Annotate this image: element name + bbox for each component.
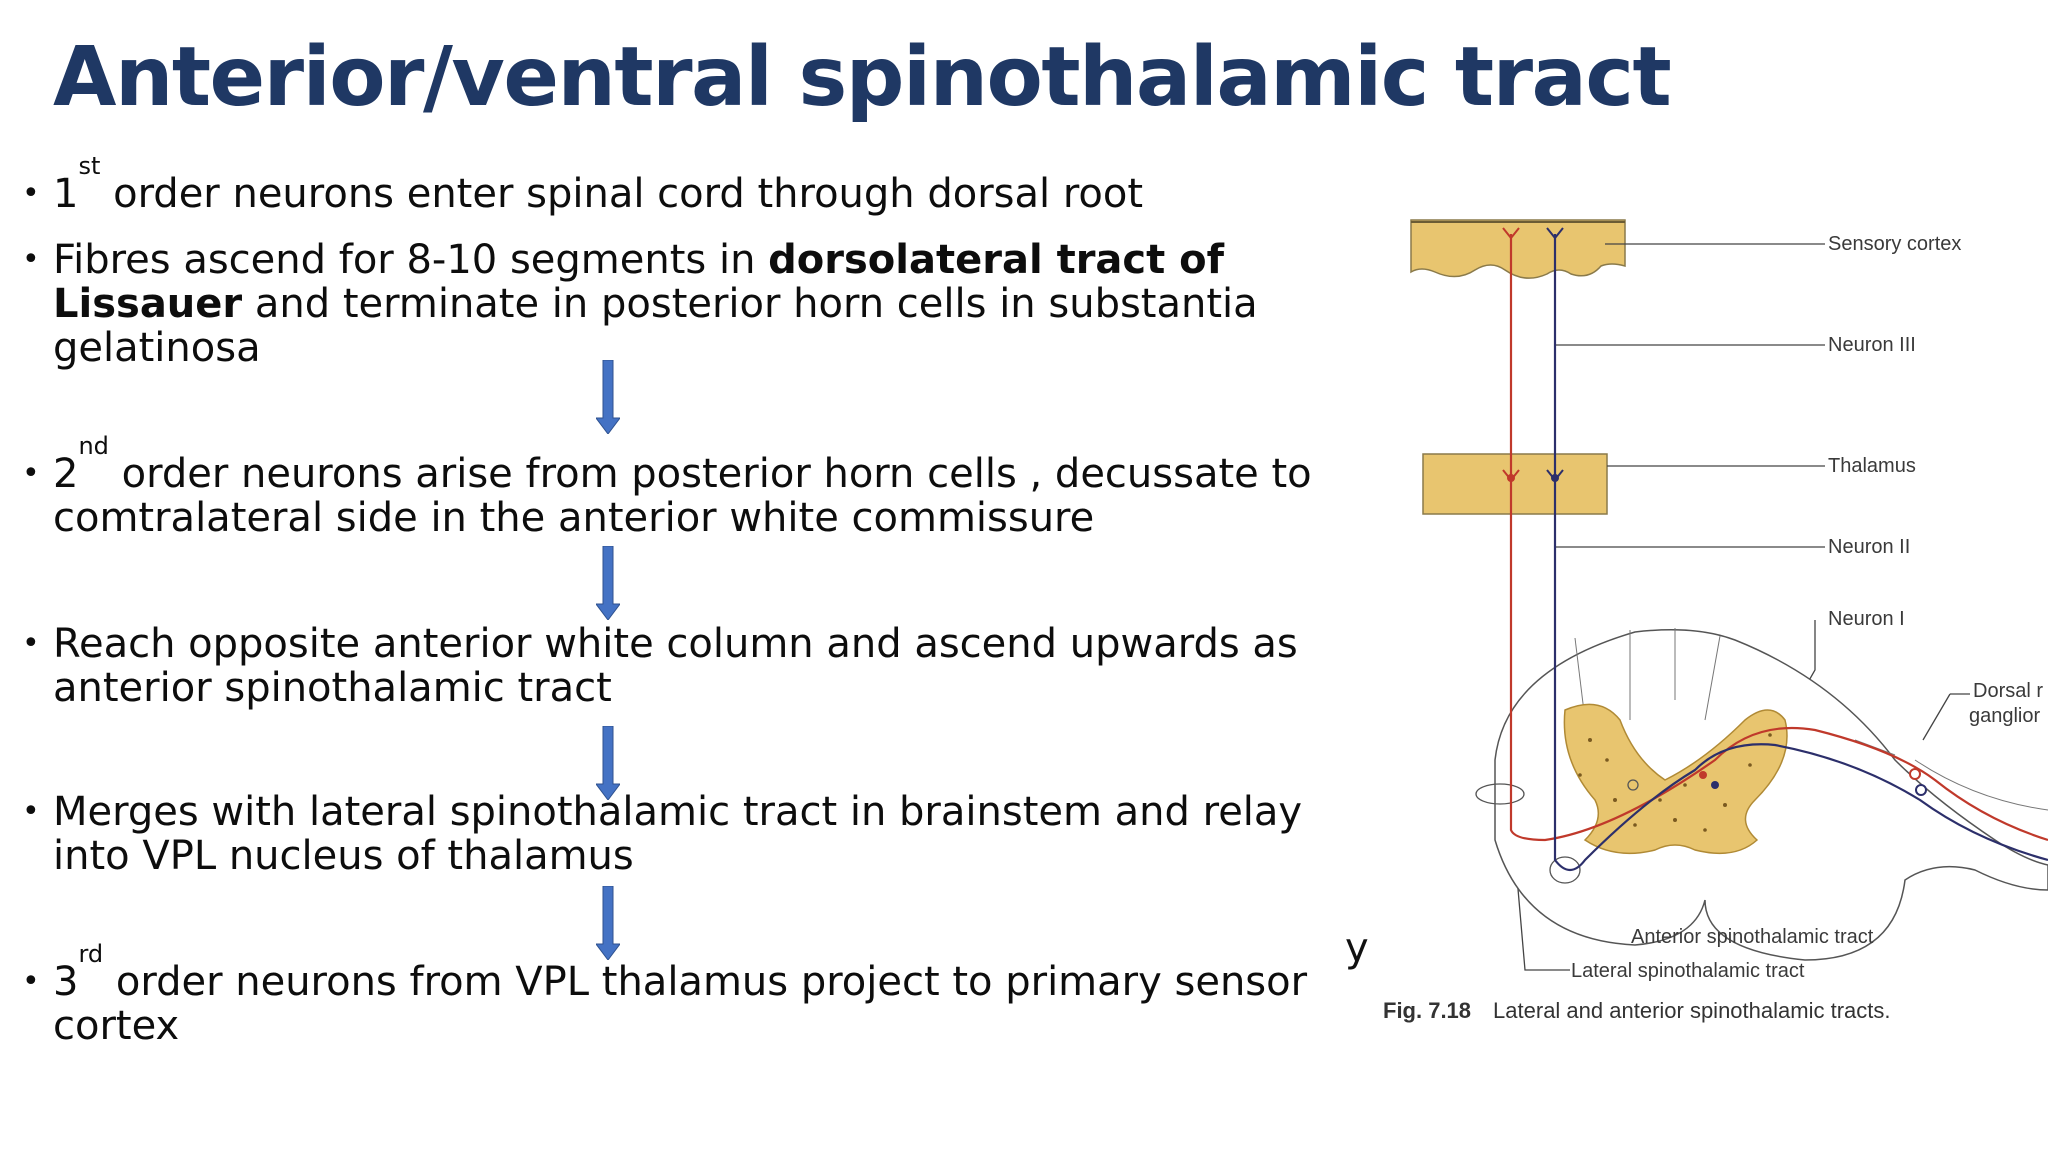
red-pathway [1509,234,2048,842]
thalamus-block [1422,453,1608,515]
bullet-bold-text: dorsolateral tract of Lissauer [53,237,1225,327]
down-arrow-icon [596,360,620,434]
bullet-text: Fibres ascend for 8-10 segments in [53,237,769,283]
bullet-2: • Fibres ascend for 8-10 segments in dor… [22,238,1357,370]
bullet-marker: • [22,176,40,211]
bullet-text: order neurons arise from posterior horn … [53,451,1312,541]
bullet-text: order neurons enter spinal cord through … [100,171,1144,217]
figure-number: Fig. 7.18 [1383,998,1472,1023]
spinothalamic-tract-diagram: Sensory cortex Neuron III Thalamus Neuro… [1410,219,2048,982]
ordinal-suffix: rd [78,940,104,968]
ordinal-number: 2 [53,451,79,497]
bullet-marker: • [22,964,40,999]
label-ganglion: ganglior [1969,705,2041,727]
anterior-tract-area [1549,856,1581,884]
down-arrow-icon [596,546,620,620]
label-neuron-2: Neuron II [1828,536,1910,558]
slide-title: Anterior/ventral spinothalamic tract [53,30,1672,125]
spinal-cord-section [1494,629,2048,961]
ordinal-suffix: st [78,152,101,180]
label-thalamus: Thalamus [1828,455,1916,477]
bullet-text: Reach opposite anterior white column and… [53,621,1298,711]
bullet-3: • 2nd order neurons arise from posterior… [22,434,1357,541]
bullet-marker: • [22,794,40,829]
bullet-1: • 1st order neurons enter spinal cord th… [22,154,1357,217]
figure-caption: Fig. 7.18 Lateral and anterior spinothala… [1383,998,1890,1024]
label-sensory-cortex: Sensory cortex [1828,233,1961,255]
label-neuron-1: Neuron I [1828,608,1905,630]
down-arrow-icon [596,726,620,800]
ordinal-suffix: nd [78,432,109,460]
down-arrow-icon [596,886,620,960]
label-dorsal-root: Dorsal r [1973,680,2043,702]
stray-character: y [1345,925,1369,971]
blue-pathway [1553,234,2048,872]
ordinal-number: 1 [53,171,79,217]
bullet-text: Merges with lateral spinothalamic tract … [53,789,1303,879]
bullet-marker: • [22,242,40,277]
lateral-tract-area [1475,783,1525,805]
bullet-marker: • [22,456,40,491]
substantia-gelatinosa-dots [1578,733,1772,832]
bullet-text: order neurons from VPL thalamus project … [53,959,1308,1049]
bullet-5: • Merges with lateral spinothalamic trac… [22,790,1357,878]
bullet-6: • 3rd order neurons from VPL thalamus pr… [22,942,1357,1049]
sensory-cortex-block [1410,219,1626,279]
bullet-text: and terminate in posterior horn cells in… [53,281,1258,371]
label-anterior-tract: Anterior spinothalamic tract [1631,926,1874,948]
ordinal-number: 3 [53,959,79,1005]
label-neuron-3: Neuron III [1828,334,1916,356]
label-lateral-tract: Lateral spinothalamic tract [1571,960,1805,982]
bullet-4: • Reach opposite anterior white column a… [22,622,1357,710]
figure-caption-text: Lateral and anterior spinothalamic tract… [1493,998,1891,1023]
bullet-marker: • [22,626,40,661]
